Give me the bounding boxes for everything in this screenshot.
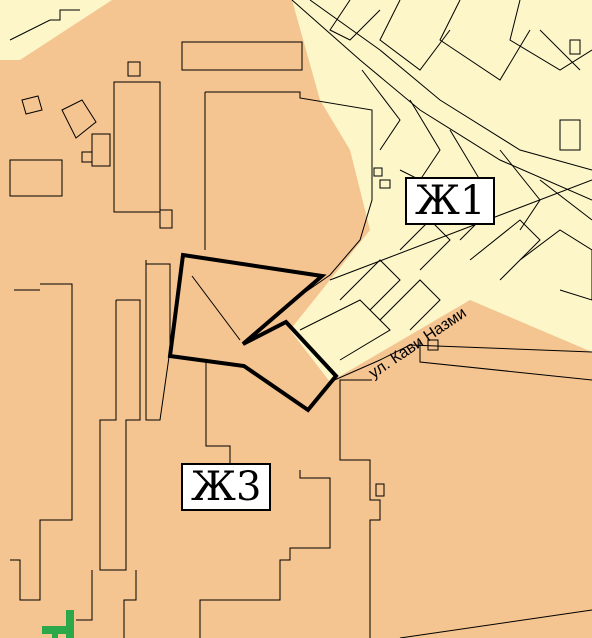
zone-label-zh1: Ж1 <box>405 177 496 225</box>
highlighted-parcel[interactable] <box>167 252 339 413</box>
green-fragment <box>42 610 74 638</box>
building-outlines <box>9 0 592 638</box>
inner-boundary-line <box>191 275 241 341</box>
zone-label-zh3: Ж3 <box>181 463 272 511</box>
zone-zh1-area-top-left <box>0 0 112 60</box>
